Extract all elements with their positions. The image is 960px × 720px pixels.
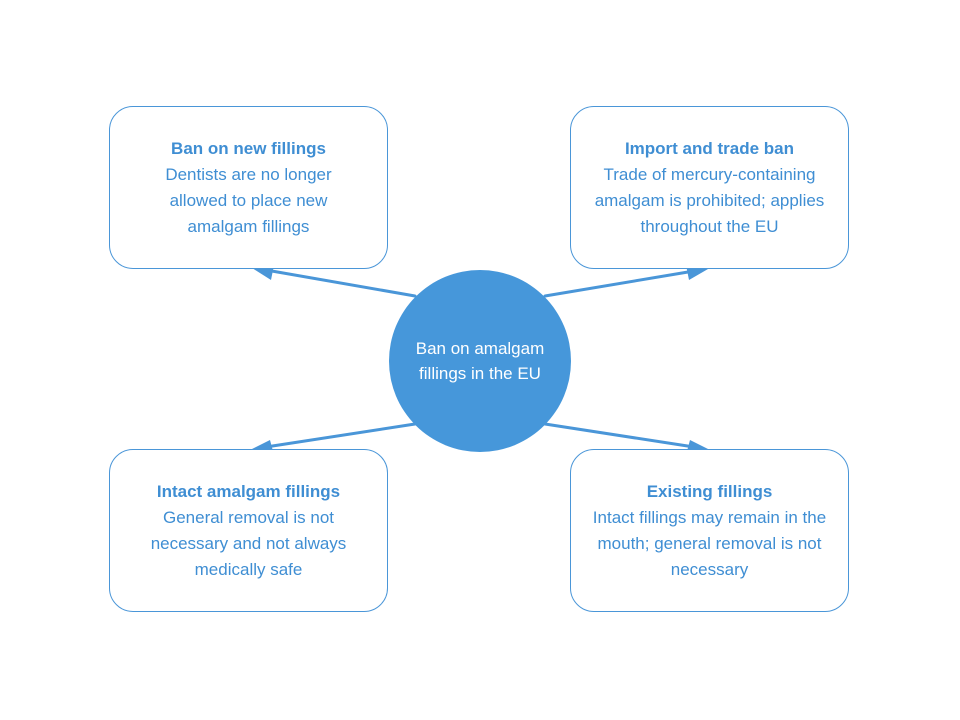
arrow-to-bottom-left: [264, 422, 417, 449]
box-title: Import and trade ban: [624, 139, 795, 158]
box-body: Trade of mercury-containing amalgam is p…: [594, 165, 825, 236]
box-title: Ban on new fillings: [171, 139, 326, 158]
center-node: Ban on amalgam fillings in the EU: [389, 270, 571, 452]
box-existing-fillings: Existing fillings Intact fillings may re…: [570, 449, 849, 612]
center-label: Ban on amalgam fillings in the EU: [415, 339, 545, 383]
arrow-to-top-left: [264, 268, 417, 298]
box-intact-amalgam-fillings: Intact amalgam fillings General removal …: [109, 449, 388, 612]
box-title: Existing fillings: [646, 482, 773, 501]
box-title: Intact amalgam fillings: [156, 482, 341, 501]
box-body: General removal is not necessary and not…: [150, 508, 347, 579]
box-ban-on-new-fillings: Ban on new fillings Dentists are no long…: [109, 106, 388, 269]
box-body: Dentists are no longer allowed to place …: [165, 165, 332, 236]
box-body: Intact fillings may remain in the mouth;…: [592, 508, 827, 579]
arrow-to-top-right: [543, 269, 696, 298]
arrow-to-bottom-right: [543, 422, 696, 449]
box-import-and-trade-ban: Import and trade ban Trade of mercury-co…: [570, 106, 849, 269]
